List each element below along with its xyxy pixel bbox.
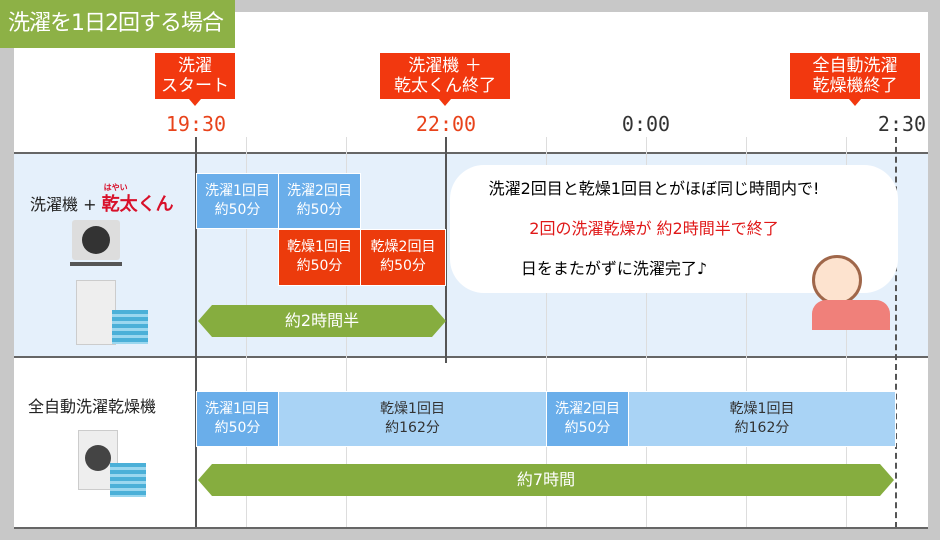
time-2200: 22:00 [415, 112, 477, 136]
laundry-basket-icon [112, 310, 148, 344]
blanket-icon [812, 300, 890, 330]
brand-logo: はやい乾太くん [101, 183, 174, 215]
box-title: 乾燥1回目 [729, 401, 795, 417]
washer-illustration [76, 280, 116, 345]
dry-1-box: 乾燥1回目約50分 [278, 229, 361, 286]
box-duration: 約50分 [296, 258, 343, 274]
time-1930: 19:30 [165, 112, 227, 136]
marker-text: スタート [161, 76, 229, 96]
wash-1-box: 洗濯1回目約50分 [196, 173, 279, 229]
box-duration: 約50分 [214, 420, 261, 436]
wash-2-box: 洗濯2回目約50分 [278, 173, 361, 229]
box-duration: 約50分 [296, 202, 343, 218]
dry-1-box: 乾燥1回目約162分 [278, 391, 547, 447]
duration-arrow-auto: 約7時間 [198, 464, 894, 496]
page-title: 洗濯を1日2回する場合 [0, 0, 235, 48]
washer-label: 洗濯機 + [30, 195, 97, 214]
marker-text: 乾太くん終了 [394, 76, 496, 96]
box-duration: 約162分 [734, 420, 790, 436]
auto-end-line [895, 137, 897, 528]
marker-auto-end: 全自動洗濯乾燥機終了 [790, 53, 920, 106]
auto-machine-label: 全自動洗濯乾燥機 [28, 397, 157, 416]
stand-illustration [70, 262, 122, 266]
box-duration: 約162分 [385, 420, 440, 436]
box-duration: 約50分 [564, 420, 611, 436]
duration-arrow-combo: 約2時間半 [198, 305, 446, 337]
grid-line [746, 137, 747, 528]
marker-text: 洗濯機 ＋ [408, 56, 482, 76]
box-title: 乾燥1回目 [380, 401, 445, 417]
box-title: 洗濯2回目 [555, 401, 620, 417]
grid-line [846, 137, 847, 528]
wash-1-box: 洗濯1回目約50分 [196, 391, 279, 447]
grid-line [546, 137, 547, 528]
time-0230: 2:30 [877, 112, 927, 136]
marker-text: 乾燥機終了 [812, 76, 898, 96]
box-title: 洗濯1回目 [205, 401, 270, 417]
box-title: 乾燥2回目 [370, 239, 436, 255]
box-title: 洗濯2回目 [287, 183, 352, 199]
combo-label: 洗濯機 + はやい乾太くん [30, 183, 174, 216]
dry-2-box: 乾燥2回目約50分 [360, 229, 446, 286]
brand-name: 乾太くん [101, 194, 174, 215]
box-title: 乾燥1回目 [287, 239, 352, 255]
laundry-basket-icon [110, 463, 146, 497]
marker-text: 洗濯 [178, 56, 212, 76]
box-duration: 約50分 [214, 202, 261, 218]
wash-2-box: 洗濯2回目約50分 [546, 391, 629, 447]
brand-ruby: はやい [103, 183, 128, 192]
bubble-line-1: 洗濯2回目と乾燥1回目とがほぼ同じ時間内で! [488, 179, 820, 198]
box-title: 洗濯1回目 [205, 183, 270, 199]
bubble-line-2: 2回の洗濯乾燥が 約2時間半で終了 [529, 219, 779, 238]
combo-end-line [445, 137, 447, 363]
bottom-border [14, 527, 928, 529]
sleeping-girl-icon [812, 255, 862, 305]
dryer-illustration [72, 220, 120, 260]
box-duration: 約50分 [380, 258, 426, 274]
dry-2-box: 乾燥1回目約162分 [628, 391, 896, 447]
grid-line [646, 137, 647, 528]
start-line [195, 137, 197, 528]
marker-start: 洗濯スタート [155, 53, 235, 106]
time-0000: 0:00 [621, 112, 671, 136]
bubble-line-3: 日をまたがずに洗濯完了♪ [520, 259, 708, 278]
marker-combo-end: 洗濯機 ＋乾太くん終了 [380, 53, 510, 106]
marker-text: 全自動洗濯 [812, 56, 898, 76]
